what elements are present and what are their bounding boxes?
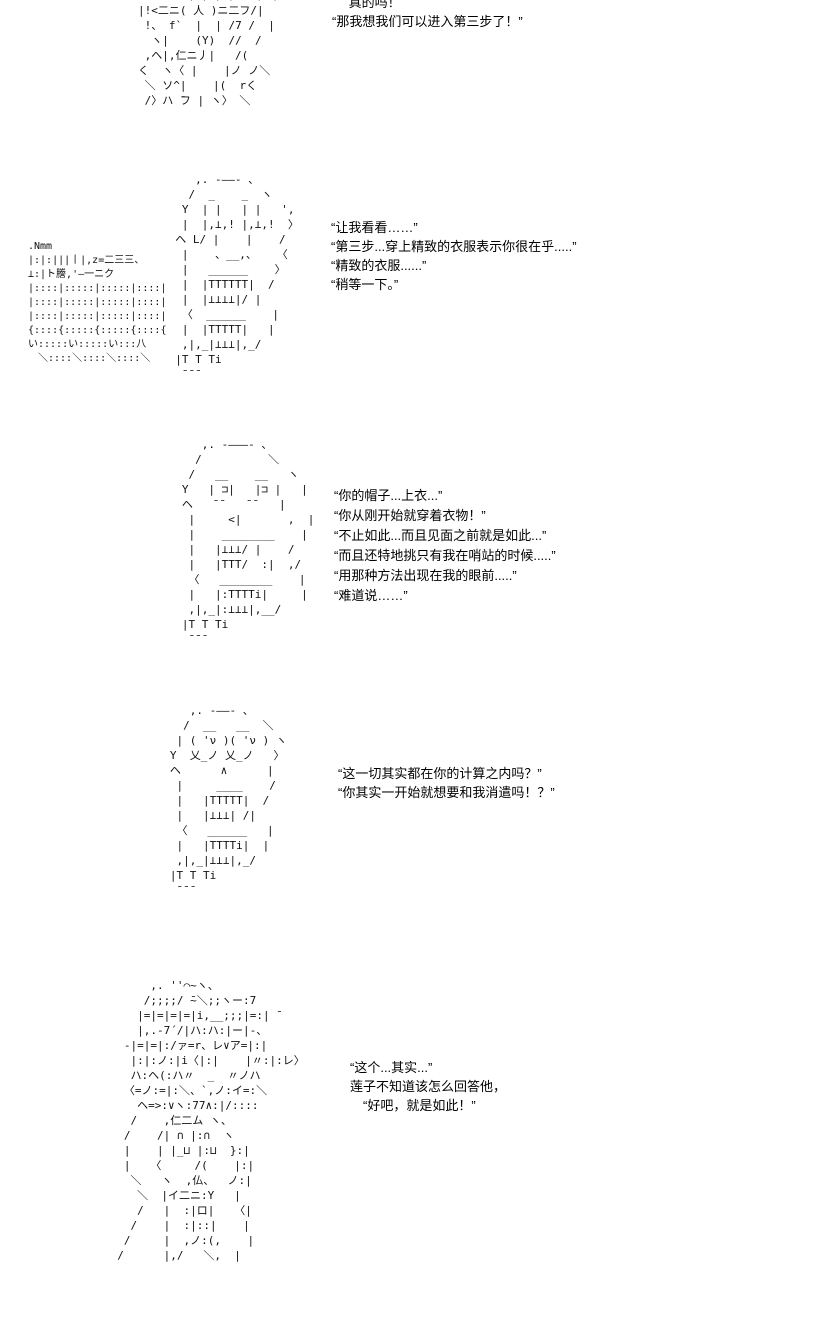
ascii-art-skull-3: ,. -――- 、 / __ __ ＼ | ( 'ν )( 'ν ) ヽ Y 乂… bbox=[169, 704, 287, 897]
ascii-art-skull-1: ,. -――- 、 / _ _ ヽ Y | | | | ', | |,⊥,! |… bbox=[175, 173, 299, 381]
ascii-art-skeleton-body: t-、 ,/)/)/) (二) |!<二ニ( 人 )ニ二フ/| !、 f` | … bbox=[138, 0, 279, 107]
ascii-art-renko: ,. ''⌒~ヽ、 /;;;;/ ̄~＼;;ヽー:7 |=|=|=|=|i,__… bbox=[117, 979, 305, 1262]
ascii-art-background-object: .Nmm |:|:|||丨|,z=二三三、 ⊥:|ト謄,'―一ニク |::::|… bbox=[28, 241, 167, 364]
dialogue-panel-4: “这一切其实都在你的计算之内吗？” “你其实一开始就想要和我消遣吗！？” bbox=[338, 766, 555, 800]
dialogue-panel-5: “这个...其实...” 莲子不知道该怎么回答他， “好吧，就是如此！” bbox=[350, 1060, 507, 1113]
dialogue-panel-1: 真的吗！ “那我想我们可以进入第三步了！” bbox=[332, 0, 523, 29]
dialogue-panel-3: “你的帽子...上衣...” “你从刚开始就穿着衣物！” “不止如此...而且见… bbox=[334, 488, 556, 603]
dialogue-panel-2: “让我看看……” “第三步...穿上精致的衣服表示你很在乎.....” “精致的… bbox=[331, 220, 577, 292]
ascii-art-skull-2: ,. -―――- 、 / ＼ / __ __ ヽ Y | ⊐| |⊐ | | ヘ… bbox=[181, 438, 315, 646]
